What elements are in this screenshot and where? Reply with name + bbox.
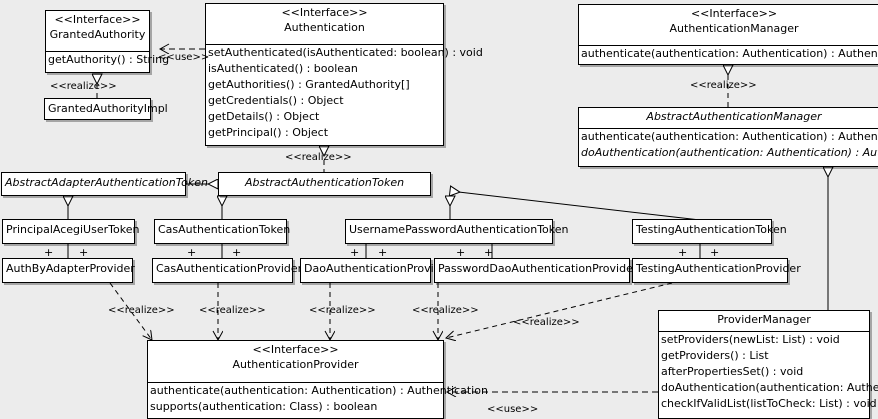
class-name: GrantedAuthorityImpl [48,102,168,115]
edge-label-realize-grantedauthorityimpl: <<realize>> [50,81,117,92]
class-stereotype: <<Interface>> [252,343,339,356]
class-member: getAuthority() : String [48,53,170,66]
edge-label-realize-passworddaoprovider: <<realize>> [412,305,479,316]
class-name: PasswordDaoAuthenticationProvider [438,262,638,275]
class-member: doAuthentication(authentication: Authent… [581,146,878,159]
class-name: TestingAuthenticationToken [636,223,787,236]
multiplicity-marker: + [678,246,688,259]
multiplicity-marker: + [484,246,494,259]
class-box-granted-authority[interactable]: <<Interface>> GrantedAuthority getAuthor… [45,10,170,73]
multiplicity-marker: + [710,246,720,259]
multiplicity-marker: + [232,246,242,259]
edge-authbyadapter-realizes-authenticationprovider [109,282,152,340]
class-member: afterPropertiesSet() : void [661,365,804,378]
class-box-provider-manager[interactable]: ProviderManager setProviders(newList: Li… [658,310,878,419]
class-name: AbstractAdapterAuthenticationToken [5,176,208,189]
class-name: DaoAuthenticationProvider [304,262,452,275]
class-name: AuthByAdapterProvider [6,262,135,275]
class-box-password-dao-authentication-provider[interactable]: PasswordDaoAuthenticationProvider [434,258,638,283]
class-name: PrincipalAcegiUserToken [6,223,140,236]
class-box-testing-authentication-provider[interactable]: TestingAuthenticationProvider [632,258,801,283]
class-member: setProviders(newList: List) : void [661,333,840,346]
edge-label-use-providermanager: <<use>> [487,404,539,415]
class-member: authenticate(authentication: Authenticat… [150,384,488,397]
edge-label-realize-abstractauthenticationmanager: <<realize>> [690,80,757,91]
multiplicity-marker: + [187,246,197,259]
class-member: getProviders() : List [661,349,769,362]
class-name: AuthenticationManager [669,22,799,35]
class-name: AuthenticationProvider [232,358,359,371]
class-box-cas-authentication-provider[interactable]: CasAuthenticationProvider [152,258,303,283]
class-box-granted-authority-impl[interactable]: GrantedAuthorityImpl [44,98,168,120]
class-box-abstract-adapter-authentication-token[interactable]: AbstractAdapterAuthenticationToken [1,172,208,196]
class-name: AbstractAuthenticationToken [244,176,405,189]
class-stereotype: <<Interface>> [281,6,368,19]
edge-label-realize-abstractauthenticationtoken: <<realize>> [285,152,352,163]
class-box-username-password-authentication-token[interactable]: UsernamePasswordAuthenticationToken [345,219,569,244]
edge-label-realize-daoprovider: <<realize>> [309,305,376,316]
class-member: getDetails() : Object [208,110,320,123]
class-box-auth-by-adapter-provider[interactable]: AuthByAdapterProvider [2,258,135,283]
multiplicity-marker: + [44,246,54,259]
edge-testingtoken-extends-abstractauthenticationtoken [450,191,701,221]
class-member: isAuthenticated() : boolean [208,62,358,75]
class-name: GrantedAuthority [49,28,146,41]
class-member: supports(authentication: Class) : boolea… [150,400,378,413]
class-member: authenticate(authentication: Authenticat… [581,47,878,60]
class-box-abstract-authentication-manager[interactable]: AbstractAuthenticationManager authentica… [578,107,878,167]
multiplicity-marker: + [79,246,89,259]
class-stereotype: <<Interface>> [54,13,141,26]
class-name: AbstractAuthenticationManager [646,110,822,123]
multiplicity-marker: + [350,246,360,259]
edge-label-realize-authbyadapter: <<realize>> [108,305,175,316]
class-name: UsernamePasswordAuthenticationToken [349,223,569,236]
class-box-authentication-provider[interactable]: <<Interface>> AuthenticationProvider aut… [147,340,488,419]
class-name: CasAuthenticationToken [158,223,291,236]
class-box-authentication[interactable]: <<Interface>> Authentication setAuthenti… [205,3,483,146]
class-box-principal-acegi-user-token[interactable]: PrincipalAcegiUserToken [2,219,140,244]
class-stereotype: <<Interface>> [690,7,778,20]
edge-testingprovider-realizes-authenticationprovider [446,282,673,338]
class-name: TestingAuthenticationProvider [636,262,801,275]
class-box-cas-authentication-token[interactable]: CasAuthenticationToken [154,219,291,244]
class-member: doAuthentication(authentication: Authent… [661,381,878,394]
edge-label-use-authentication-grantedauthority: <<use>> [158,52,210,63]
class-member: getPrincipal() : Object [208,126,329,139]
class-member: getCredentials() : Object [208,94,344,107]
class-member: checkIfValidList(listToCheck: List) : vo… [661,397,877,410]
class-box-testing-authentication-token[interactable]: TestingAuthenticationToken [632,219,787,244]
class-name: CasAuthenticationProvider [156,262,303,275]
class-member: setAuthenticated(isAuthenticated: boolea… [208,46,483,59]
class-box-authentication-manager[interactable]: <<Interface>> AuthenticationManager auth… [578,4,878,65]
multiplicity-marker: + [456,246,466,259]
class-name: Authentication [284,21,365,34]
class-member: getAuthorities() : GrantedAuthority[] [208,78,410,91]
class-box-dao-authentication-provider[interactable]: DaoAuthenticationProvider [300,258,452,283]
class-box-abstract-authentication-token[interactable]: AbstractAuthenticationToken [218,172,431,196]
class-member: authenticate(authentication: Authenticat… [581,130,878,143]
edge-label-realize-testingprovider: <<realize>> [513,317,580,328]
multiplicity-marker: + [378,246,388,259]
edge-label-realize-casprovider: <<realize>> [199,305,266,316]
class-name: ProviderManager [717,313,811,326]
